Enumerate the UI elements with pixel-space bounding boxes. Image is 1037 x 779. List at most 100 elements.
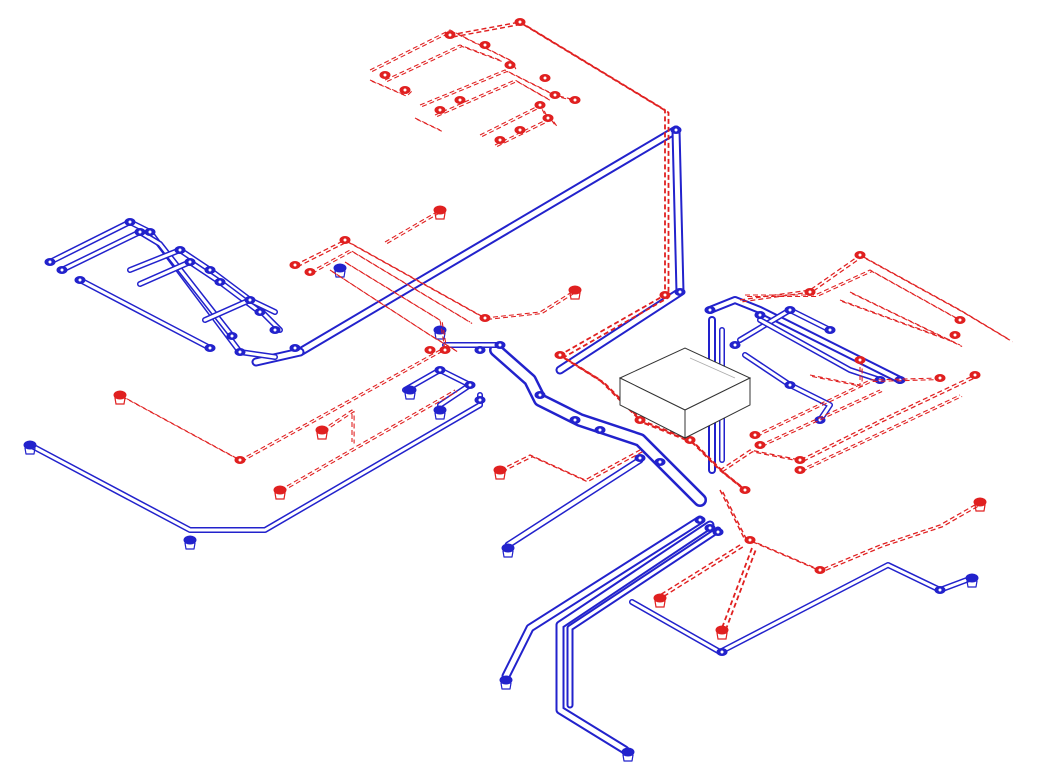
diffuser-valve-icon	[715, 625, 729, 640]
duct-fitting-icon	[712, 528, 724, 536]
duct-fitting-icon	[304, 268, 316, 276]
duct-fitting-icon	[434, 106, 446, 114]
duct-fitting-icon	[949, 331, 961, 339]
exhaust-fittings	[113, 18, 987, 640]
duct-fitting-icon	[704, 524, 716, 532]
diffuser-valve-icon	[568, 285, 582, 300]
duct-fitting-icon	[399, 86, 411, 94]
duct-fitting-icon	[74, 276, 86, 284]
duct-fitting-icon	[969, 371, 981, 379]
duct-fitting-icon	[44, 258, 56, 266]
duct-fitting-icon	[954, 316, 966, 324]
duct-fitting-icon	[934, 374, 946, 382]
duct-fitting-icon	[464, 381, 476, 389]
duct-fitting-icon	[494, 136, 506, 144]
duct-fitting-icon	[814, 566, 826, 574]
duct-fitting-icon	[674, 288, 686, 296]
diffuser-valve-icon	[965, 573, 979, 588]
duct-fitting-icon	[569, 96, 581, 104]
diffuser-valve-icon	[23, 440, 37, 455]
duct-fitting-icon	[694, 516, 706, 524]
duct-fitting-icon	[514, 126, 526, 134]
duct-fitting-icon	[824, 326, 836, 334]
duct-fitting-icon	[226, 332, 238, 340]
duct-fitting-icon	[134, 228, 146, 236]
supply-fittings	[23, 126, 979, 762]
exhaust-center-branch	[499, 449, 643, 483]
duct-fitting-icon	[854, 356, 866, 364]
duct-fitting-icon	[549, 91, 561, 99]
duct-fitting-icon	[670, 126, 682, 134]
duct-fitting-icon	[784, 381, 796, 389]
supply-left-cluster	[47, 219, 283, 360]
diffuser-valve-icon	[433, 405, 447, 420]
duct-fitting-icon	[554, 351, 566, 359]
diffuser-valve-icon	[493, 465, 507, 480]
duct-fitting-icon	[534, 101, 546, 109]
exhaust-bottom-branches	[659, 489, 983, 631]
duct-fitting-icon	[754, 311, 766, 319]
diffuser-valve-icon	[333, 263, 347, 278]
duct-fitting-icon	[124, 218, 136, 226]
supply-bottom-bundle	[501, 515, 722, 755]
ahu-detail-line	[689, 357, 736, 379]
duct-fitting-icon	[684, 436, 696, 444]
duct-fitting-icon	[214, 278, 226, 286]
diffuser-valve-icon	[973, 497, 987, 512]
duct-fitting-icon	[479, 41, 491, 49]
exhaust-system	[113, 18, 1013, 640]
duct-fitting-icon	[184, 258, 196, 266]
duct-fitting-icon	[234, 348, 246, 356]
supply-system	[23, 125, 979, 762]
duct-fitting-icon	[744, 536, 756, 544]
duct-fitting-icon	[934, 586, 946, 594]
duct-fitting-icon	[474, 346, 486, 354]
duct-fitting-icon	[444, 31, 456, 39]
duct-fitting-icon	[434, 366, 446, 374]
duct-fitting-icon	[539, 74, 551, 82]
exhaust-right-cluster	[719, 254, 1013, 473]
duct-fitting-icon	[204, 266, 216, 274]
diffuser-valve-icon	[315, 425, 329, 440]
duct-fitting-icon	[716, 648, 728, 656]
diffuser-valve-icon	[621, 747, 635, 762]
duct-fitting-icon	[474, 396, 486, 404]
duct-fitting-icon	[754, 441, 766, 449]
duct-fitting-icon	[269, 326, 281, 334]
duct-fitting-icon	[894, 376, 906, 384]
diffuser-valve-icon	[501, 543, 515, 558]
diffuser-valve-icon	[273, 485, 287, 500]
duct-fitting-icon	[804, 288, 816, 296]
duct-fitting-icon	[339, 236, 351, 244]
duct-fitting-icon	[634, 416, 646, 424]
duct-fitting-icon	[174, 246, 186, 254]
duct-fitting-icon	[439, 346, 451, 354]
duct-fitting-icon	[594, 426, 606, 434]
supply-bottom-right-branch	[629, 562, 975, 655]
duct-fitting-icon	[479, 314, 491, 322]
duct-fitting-icon	[379, 71, 391, 79]
diffuser-valve-icon	[433, 205, 447, 220]
diffuser-valve-icon	[183, 535, 197, 550]
duct-fitting-icon	[534, 391, 546, 399]
duct-fitting-icon	[504, 61, 516, 69]
duct-fitting-icon	[144, 228, 156, 236]
exhaust-main-duct	[449, 21, 750, 494]
duct-fitting-icon	[56, 266, 68, 274]
duct-fitting-icon	[784, 306, 796, 314]
duct-fitting-icon	[794, 456, 806, 464]
duct-fitting-icon	[289, 261, 301, 269]
duct-fitting-icon	[289, 344, 301, 352]
duct-fitting-icon	[514, 18, 526, 26]
air-handling-unit	[618, 347, 752, 439]
supply-left-long-branch	[27, 342, 503, 533]
ahu-side-face	[684, 377, 751, 439]
duct-fitting-icon	[729, 341, 741, 349]
duct-fitting-icon	[749, 431, 761, 439]
duct-fitting-icon	[854, 251, 866, 259]
diffuser-valve-icon	[499, 675, 513, 690]
duct-fitting-icon	[204, 344, 216, 352]
diffuser-valve-icon	[653, 593, 667, 608]
duct-fitting-icon	[739, 486, 751, 494]
